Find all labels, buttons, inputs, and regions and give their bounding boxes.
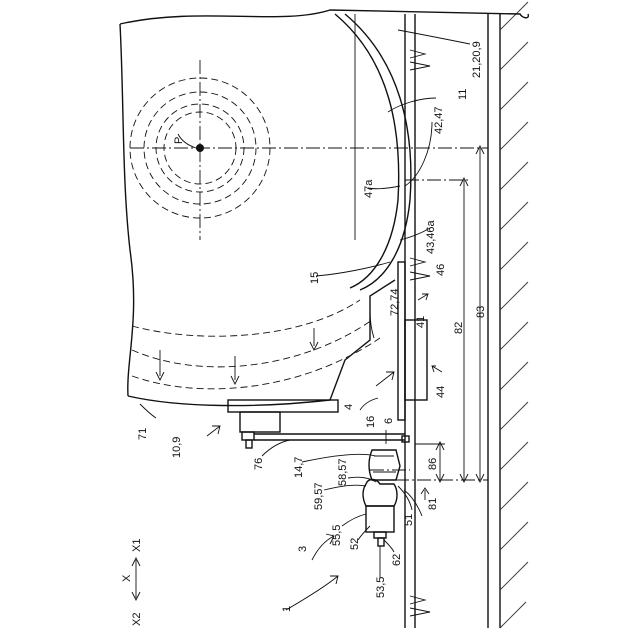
label-10-9: 10,9 — [171, 437, 183, 458]
label-x2: X2 — [131, 613, 143, 626]
housing-71 — [120, 10, 528, 406]
label-6: 6 — [383, 418, 395, 424]
label-86: 86 — [427, 458, 439, 470]
ground-hatching — [500, 2, 528, 628]
label-81: 81 — [427, 498, 439, 510]
label-76: 76 — [253, 458, 265, 470]
label-16: 16 — [365, 416, 377, 428]
label-51: 51 — [403, 514, 415, 526]
label-11: 11 — [457, 89, 469, 100]
label-1: 1 — [281, 606, 293, 612]
leader-lines — [140, 30, 470, 578]
label-72-74: 72,74 — [389, 288, 401, 316]
label-42-47: 42,47 — [433, 106, 445, 134]
label-53-5: 53,5 — [375, 577, 387, 598]
label-83: 83 — [475, 306, 487, 318]
roller-assembly — [363, 450, 410, 546]
label-14-7: 14,7 — [293, 457, 305, 478]
label-x1: X1 — [131, 539, 143, 552]
label-4: 4 — [343, 404, 355, 410]
label-43-46a: 43,46a — [425, 219, 437, 254]
label-82: 82 — [453, 322, 465, 334]
label-46: 46 — [435, 264, 447, 276]
label-41: 41 — [415, 316, 427, 328]
label-55-5: 55,5 — [331, 525, 343, 546]
label-47a: 47a — [363, 179, 375, 198]
label-62: 62 — [391, 554, 403, 566]
label-15: 15 — [309, 272, 321, 284]
label-44: 44 — [435, 386, 447, 398]
label-3: 3 — [297, 546, 309, 552]
label-52: 52 — [349, 538, 361, 550]
label-58-57: 58,57 — [337, 458, 349, 486]
rotor-circles — [130, 78, 380, 389]
label-x: X — [121, 574, 133, 582]
label-59-57: 59,57 — [313, 482, 325, 510]
label-71: 71 — [137, 428, 149, 440]
label-p: P — [173, 137, 185, 144]
label-21-20-9: 21,20,9 — [471, 41, 483, 78]
